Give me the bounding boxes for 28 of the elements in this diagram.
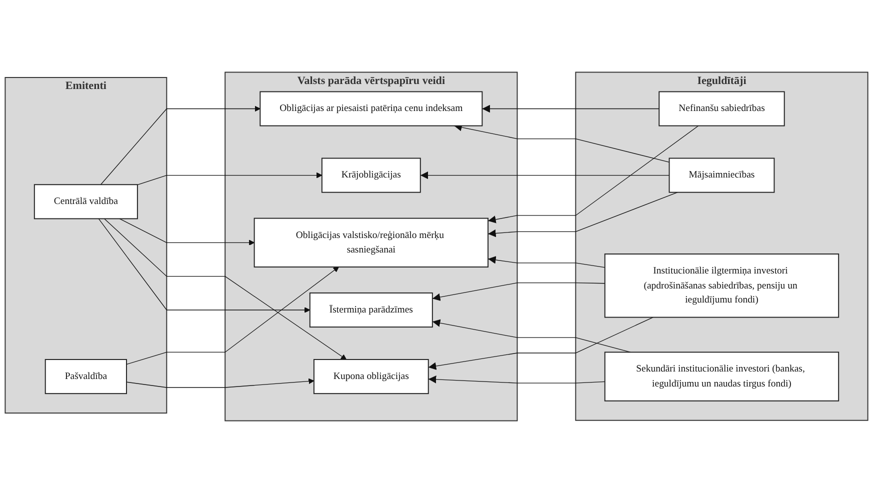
arrow (104, 218, 347, 360)
arrow (482, 104, 660, 113)
arrow (98, 218, 310, 313)
node-box: Īstermiņa parādzīmes (309, 292, 433, 328)
arrow (428, 376, 606, 384)
arrow (126, 266, 339, 365)
arrow (432, 282, 606, 301)
node-box: Krājobligācijas (321, 158, 421, 193)
arrow (420, 171, 670, 180)
node-box: Obligācijas valstisko/reģionālo mērķu sasniegšanai (254, 218, 488, 268)
arrow (126, 378, 314, 388)
arrow (432, 319, 631, 353)
arrow (488, 256, 606, 268)
node-box: Sekundāri institucionālie investori (bankas, ieguldījumu un naudas tirgus fondi) (604, 352, 840, 402)
node-box: Kupona obligācijas (313, 359, 429, 394)
node-box: Centrālā valdība (34, 184, 138, 220)
node-box: Institucionālie ilgtermiņa investori (apdrošināšanas sabiedrības, pensiju un ieguldījumu fondi) (604, 254, 840, 318)
arrow (488, 192, 678, 238)
node-box: Pašvaldība (44, 359, 127, 394)
arrow (488, 125, 699, 224)
node-box: Mājsaimniecības (668, 158, 775, 193)
node-box: Obligācijas ar piesaisti patēriņa cenu indeksam (260, 91, 483, 126)
arrow (428, 316, 654, 370)
arrow (137, 172, 322, 186)
node-box: Nefinanšu sabiedrības (658, 91, 785, 126)
arrow (454, 124, 670, 162)
arrow (100, 106, 260, 185)
arrow (119, 218, 255, 246)
